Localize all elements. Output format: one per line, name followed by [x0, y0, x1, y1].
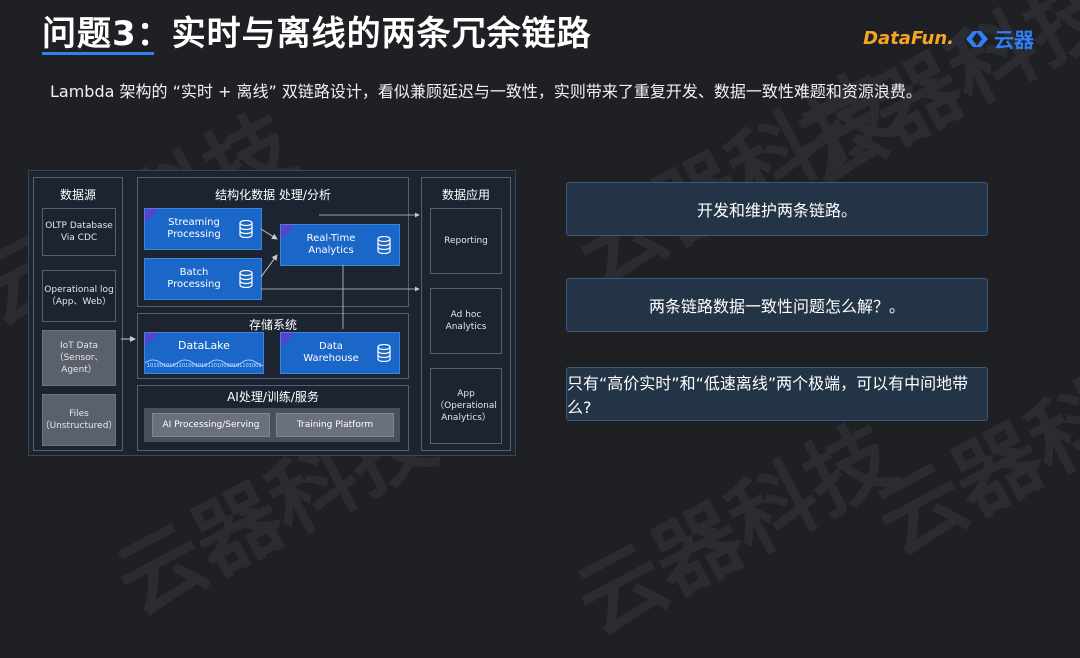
- yunqi-logo-icon: [966, 30, 988, 47]
- watermark: 云器科技: [560, 405, 912, 655]
- issue-box-3: 只有“高价实时”和“低速离线”两个极端，可以有中间地带么?: [566, 367, 988, 421]
- source-files: Files（Unstructured）: [41, 394, 117, 446]
- yunqi-logo-text: 云器: [994, 28, 1034, 52]
- page-title: 问题3：实时与离线的两条冗余链路: [42, 14, 592, 54]
- ai-processing-serving: AI Processing/Serving: [152, 413, 270, 437]
- subtitle: Lambda 架构的 “实时 + 离线” 双链路设计，看似兼顾延迟与一致性，实则…: [50, 82, 922, 101]
- database-icon: [377, 344, 391, 362]
- ai-title: AI处理/训练/服务: [227, 390, 319, 404]
- source-iot-data: IoT Data（Sensor、Agent）: [42, 330, 116, 386]
- training-platform: Training Platform: [276, 413, 394, 437]
- logo-area: DataFun. 云器: [863, 24, 1034, 53]
- data-apps-title: 数据应用: [441, 188, 490, 202]
- ai-panel: AI Processing/Serving Training Platform: [144, 408, 400, 442]
- datafun-logo: DataFun.: [863, 28, 954, 49]
- storage-title: 存储系统: [248, 318, 297, 332]
- title-underline: [42, 52, 154, 55]
- app-reporting: Reporting: [430, 208, 502, 274]
- ai-section: AI处理/训练/服务 AI Processing/Serving Trainin…: [137, 385, 409, 451]
- datalake: DataLake 1010010101101001010110100101011…: [144, 332, 264, 374]
- database-icon: [377, 236, 391, 254]
- issue-box-1: 开发和维护两条链路。: [566, 182, 988, 236]
- database-icon: [239, 270, 253, 288]
- database-icon: [239, 220, 253, 238]
- yunqi-logo: 云器: [964, 24, 1034, 53]
- issue-box-2: 两条链路数据一致性问题怎么解？。: [566, 278, 988, 332]
- data-sources-title: 数据源: [59, 188, 96, 202]
- source-operational-log: Operational log（App、Web）: [42, 270, 116, 322]
- watermark: 云器科技: [860, 325, 1080, 575]
- datalake-bits: 101001010110100101011010010101101001: [147, 363, 261, 369]
- wave-icon: [145, 359, 263, 367]
- storage-section: 存储系统 DataLake 10100101011010010101101001…: [137, 313, 409, 379]
- processing-title: 结构化数据 处理/分析: [215, 188, 331, 202]
